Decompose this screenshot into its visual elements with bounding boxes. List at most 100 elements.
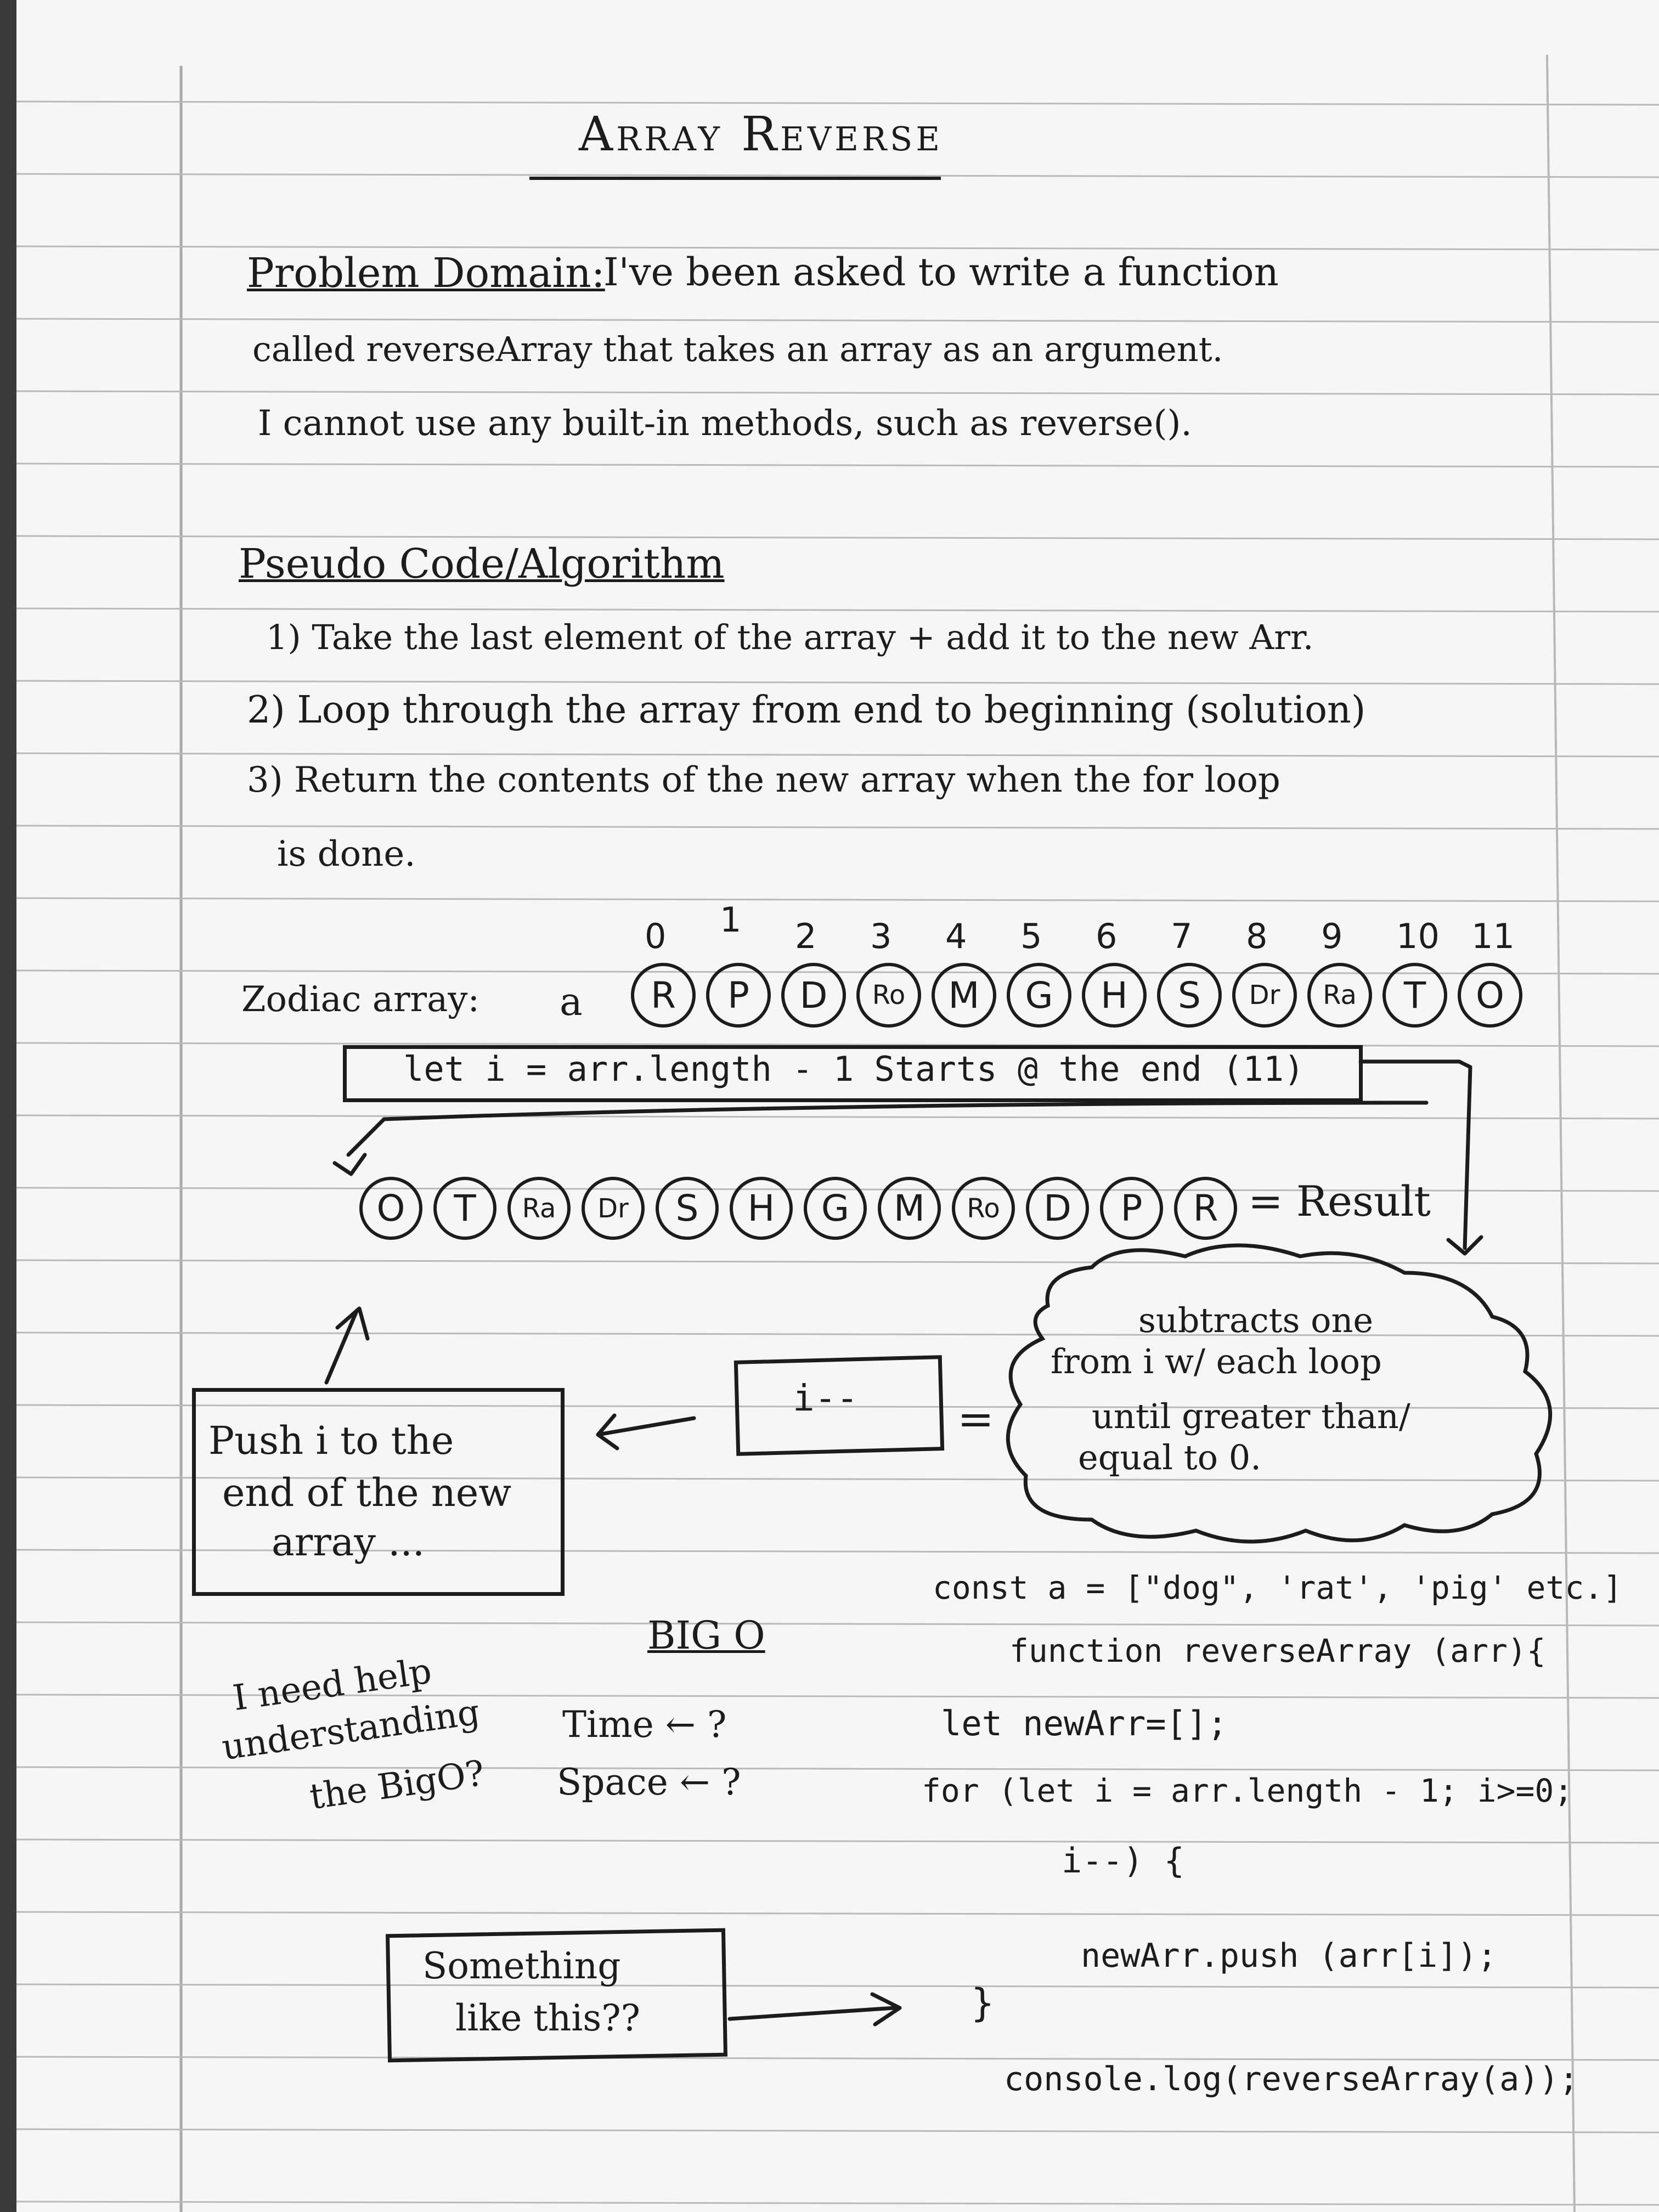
zodiac-index: 11 — [1471, 916, 1515, 956]
code-line-2: function reverseArray (arr){ — [1009, 1632, 1546, 1669]
rule-line — [16, 607, 1659, 613]
zodiac-index: 2 — [795, 916, 817, 956]
zodiac-item: Ro — [856, 963, 921, 1028]
reversed-item: H — [730, 1177, 793, 1240]
problem-line-1: I've been asked to write a function — [603, 250, 1279, 295]
reversed-item: G — [804, 1177, 867, 1240]
zodiac-item: R — [631, 963, 696, 1028]
rule-line — [16, 1983, 1659, 1989]
big-o-space: Space ← ? — [557, 1761, 741, 1803]
code-line-6: newArr.push (arr[i]); — [1081, 1937, 1497, 1975]
rule-line — [16, 1694, 1659, 1699]
zodiac-index: 1 — [720, 900, 742, 940]
zodiac-index: 8 — [1246, 916, 1268, 956]
something-line-2: like this?? — [455, 1997, 641, 2039]
cloud-line-4: equal to 0. — [1078, 1437, 1261, 1477]
rule-line — [16, 825, 1659, 830]
problem-line-2: called reverseArray that takes an array … — [252, 329, 1223, 369]
push-line-1: Push i to the — [208, 1418, 454, 1463]
rule-line — [16, 897, 1659, 902]
reversed-item: D — [1026, 1177, 1089, 1240]
zodiac-item: T — [1383, 963, 1447, 1028]
zodiac-item: G — [1007, 963, 1071, 1028]
rule-line — [16, 1838, 1659, 1844]
zodiac-index: 10 — [1396, 916, 1440, 956]
decrement-equals: = — [957, 1393, 995, 1444]
rule-line — [16, 245, 1659, 251]
title-underline — [529, 177, 941, 180]
zodiac-item: M — [932, 963, 996, 1028]
code-line-5: i--) { — [1062, 1841, 1184, 1881]
rule-line — [16, 1766, 1659, 1771]
big-o-heading: BIG O — [647, 1613, 765, 1658]
pseudo-step-1: 1) Take the last element of the array + … — [266, 617, 1314, 657]
reversed-item: S — [656, 1177, 719, 1240]
zodiac-index: 3 — [870, 916, 892, 956]
rule-line — [16, 100, 1659, 106]
zodiac-label: Zodiac array: — [241, 979, 479, 1020]
page-title: Array Reverse — [579, 107, 944, 162]
rule-line — [16, 1911, 1659, 1916]
zodiac-item: H — [1082, 963, 1147, 1028]
zodiac-index: 0 — [645, 916, 667, 956]
zodiac-index: 5 — [1020, 916, 1042, 956]
rule-line — [16, 173, 1659, 178]
reversed-item: P — [1100, 1177, 1163, 1240]
reversed-item: O — [359, 1177, 422, 1240]
rule-line — [16, 969, 1659, 975]
rule-line — [16, 2200, 1659, 2206]
zodiac-item: P — [706, 963, 771, 1028]
decrement-text: i-- — [793, 1377, 859, 1419]
zodiac-item: Ra — [1307, 963, 1372, 1028]
right-edge — [1546, 54, 1576, 2212]
reversed-item: T — [433, 1177, 496, 1240]
rule-line — [16, 390, 1659, 396]
code-line-3: let newArr=[]; — [941, 1703, 1228, 1743]
pseudo-step-2: 2) Loop through the array from end to be… — [247, 689, 1366, 732]
loop-init-text: let i = arr.length - 1 Starts @ the end … — [403, 1049, 1305, 1089]
reversed-item: R — [1174, 1177, 1237, 1240]
rule-line — [16, 1621, 1659, 1627]
zodiac-index: 4 — [945, 916, 967, 956]
reversed-item: M — [878, 1177, 941, 1240]
pseudo-step-3: 3) Return the contents of the new array … — [247, 760, 1280, 800]
reversed-item: Dr — [582, 1177, 645, 1240]
code-line-1: const a = ["dog", 'rat', 'pig' etc.] — [933, 1569, 1623, 1606]
code-line-8: console.log(reverseArray(a)); — [1004, 2060, 1579, 2098]
rule-line — [16, 752, 1659, 758]
zodiac-var: a — [560, 979, 583, 1024]
rule-line — [16, 318, 1659, 323]
rule-line — [16, 535, 1659, 540]
something-line-1: Something — [422, 1945, 621, 1987]
zodiac-item: O — [1458, 963, 1522, 1028]
cloud-line-3: until greater than/ — [1092, 1396, 1410, 1436]
zodiac-index: 9 — [1321, 916, 1343, 956]
problem-heading: Problem Domain: — [247, 250, 605, 297]
reversed-item: Ro — [952, 1177, 1015, 1240]
big-o-time: Time ← ? — [562, 1703, 727, 1746]
code-line-4: for (let i = arr.length - 1; i>=0; — [922, 1772, 1573, 1809]
push-box — [192, 1388, 565, 1596]
pseudo-heading: Pseudo Code/Algorithm — [239, 540, 725, 588]
pseudo-step-3-cont: is done. — [277, 834, 416, 874]
cloud-line-2: from i w/ each loop — [1051, 1341, 1382, 1381]
zodiac-index: 7 — [1171, 916, 1193, 956]
rule-line — [16, 1042, 1659, 1047]
reversed-item: Ra — [507, 1177, 571, 1240]
rule-line — [16, 462, 1659, 468]
code-line-7: } — [971, 1980, 995, 2025]
result-label: = Result — [1248, 1177, 1431, 1226]
problem-line-3: I cannot use any built-in methods, such … — [258, 403, 1192, 444]
rule-line — [16, 2128, 1659, 2134]
zodiac-item: Dr — [1232, 963, 1297, 1028]
zodiac-item: D — [781, 963, 846, 1028]
rule-line — [16, 680, 1659, 685]
cloud-line-1: subtracts one — [1138, 1300, 1374, 1340]
zodiac-item: S — [1157, 963, 1222, 1028]
rule-line — [16, 2056, 1659, 2061]
rule-line — [16, 1549, 1659, 1554]
push-line-3: array ... — [272, 1520, 425, 1565]
zodiac-index: 6 — [1096, 916, 1118, 956]
push-line-2: end of the new — [222, 1470, 512, 1515]
